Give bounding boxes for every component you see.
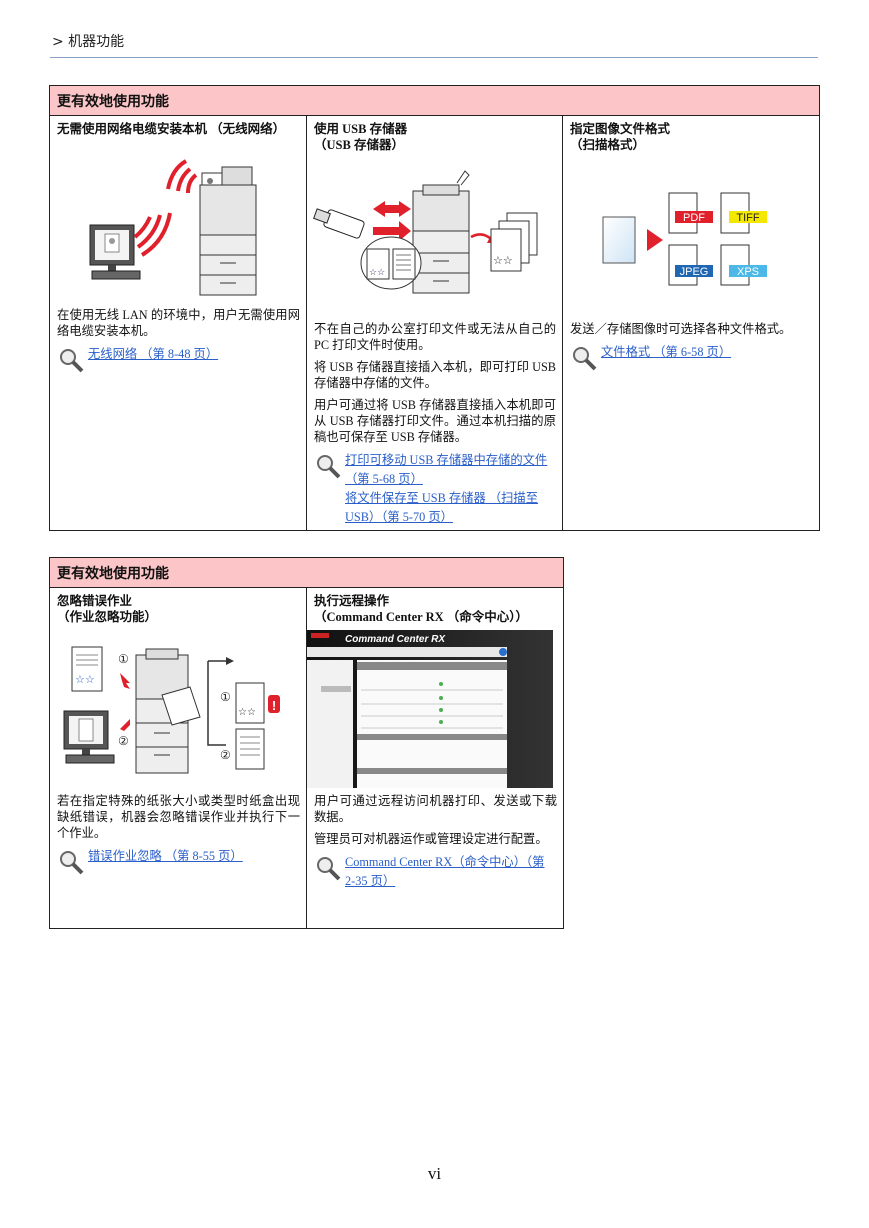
format-label: XPS [737,266,759,278]
printer-icon [135,648,201,774]
magnifier-icon [60,349,84,373]
convert-arrow-icon [647,229,663,251]
format-tiff-icon: TIFF [720,192,767,234]
feature-cell-usb: 使用 USB 存储器（USB 存储器） [306,115,563,531]
table-1-header: 更有效地使用功能 [49,85,820,116]
printer-icon [412,170,470,294]
cell-title: 无需使用网络电缆安装本机 （无线网络） [57,122,286,136]
link-skip-job[interactable]: 错误作业忽略 （第 8-55 页） [88,849,243,863]
svg-text:☆☆: ☆☆ [75,674,95,686]
magnifier-icon [317,455,341,479]
reference-links: 无线网络 （第 8-48 页） [50,345,306,373]
header-rule [50,57,818,58]
table-2-header: 更有效地使用功能 [49,557,564,588]
cell-body: 用户可通过远程访问机器打印、发送或下载数据。 管理员可对机器运作或管理设定进行配… [314,794,557,846]
link-save-usb[interactable]: 将文件保存至 USB 存储器 （扫描至 USB）（第 5-70 页） [345,491,539,524]
reference-links: 打印可移动 USB 存储器中存储的文件 （第 5-68 页） 将文件保存至 US… [307,451,562,527]
format-xps-icon: XPS [720,244,767,286]
link-wireless-network[interactable]: 无线网络 （第 8-48 页） [88,347,219,361]
svg-text:☆☆: ☆☆ [369,267,385,277]
wifi-waves-icon [133,159,198,257]
document-icon [235,728,265,770]
format-label: TIFF [736,212,759,224]
cell-body: 不在自己的办公室打印文件或无法从自己的 PC 打印文件时使用。 将 USB 存储… [314,322,556,444]
svg-text:☆☆: ☆☆ [238,707,256,718]
cell-body: 在使用无线 LAN 的环境中，用户无需使用网络电缆安装本机。 [57,308,300,338]
link-file-format[interactable]: 文件格式 （第 6-58 页） [601,345,732,359]
feature-cell-skip-job: 忽略错误作业（作业忽略功能） ☆☆ ① ② ① ☆☆! ② [49,587,307,929]
format-label: PDF [683,212,705,224]
svg-text:☆☆: ☆☆ [493,255,513,267]
format-label: JPEG [680,266,709,278]
reference-links: 文件格式 （第 6-58 页） [563,343,819,371]
command-center-screenshot: Command Center RX [307,625,563,793]
cell-title: 忽略错误作业（作业忽略功能） [57,594,158,624]
double-arrow-icon [373,201,411,241]
svg-text:!: ! [272,698,276,713]
usb-illustration: ☆☆ ☆☆ [307,153,562,321]
printer-icon [199,166,257,296]
link-command-center[interactable]: Command Center RX（命令中心）（第 2-35 页） [345,855,545,888]
file-format-illustration: PDF TIFF JPEG XPS [563,153,819,321]
skip-job-illustration: ☆☆ ① ② ① ☆☆! ② [50,625,306,793]
computer-icon [89,224,141,280]
source-document-icon [602,216,636,264]
step-marker: ① [220,690,231,704]
document-zoom-icon: ☆☆ [360,236,422,290]
feature-cell-file-format: 指定图像文件格式（扫描格式） PDF TIFF JPEG XPS 发送／存储图像… [562,115,820,531]
step-marker: ① [118,652,129,666]
magnifier-icon [573,347,597,371]
computer-icon [63,710,115,764]
reference-links: Command Center RX（命令中心）（第 2-35 页） [307,853,563,891]
magnifier-icon [60,851,84,875]
output-arrow-icon [470,233,492,240]
error-document-icon: ☆☆! [235,682,280,724]
split-lines [207,660,226,746]
cell-title: 指定图像文件格式（扫描格式） [570,122,671,152]
step-marker: ② [220,748,231,762]
wireless-illustration [50,137,306,307]
document-icon: ☆☆ [71,646,103,692]
page-number: vi [427,1164,442,1183]
reference-links: 错误作业忽略 （第 8-55 页） [50,847,306,875]
magnifier-icon [317,857,341,881]
paper-stack-icon: ☆☆ [490,212,538,272]
step-marker: ② [118,734,129,748]
format-jpeg-icon: JPEG [668,244,713,286]
screen-title: Command Center RX [345,634,446,645]
breadcrumb: > 机器功能 [52,34,125,50]
format-pdf-icon: PDF [668,192,713,234]
cell-body: 若在指定特殊的纸张大小或类型时纸盒出现缺纸错误，机器会忽略错误作业并执行下一个作… [57,794,300,840]
cell-body: 发送／存储图像时可选择各种文件格式。 [570,322,792,336]
feature-cell-remote: 执行远程操作（Command Center RX （命令中心）） Command… [306,587,564,929]
feature-table-2: 更有效地使用功能 忽略错误作业（作业忽略功能） ☆☆ ① ② [49,557,564,929]
link-print-usb[interactable]: 打印可移动 USB 存储器中存储的文件 （第 5-68 页） [345,453,548,486]
usb-drive-icon [313,208,365,239]
cell-title: 执行远程操作（Command Center RX （命令中心）） [314,594,528,624]
feature-table-1: 更有效地使用功能 无需使用网络电缆安装本机 （无线网络） [49,85,820,531]
feature-cell-wireless: 无需使用网络电缆安装本机 （无线网络） [49,115,307,531]
cell-title: 使用 USB 存储器（USB 存储器） [314,122,408,152]
